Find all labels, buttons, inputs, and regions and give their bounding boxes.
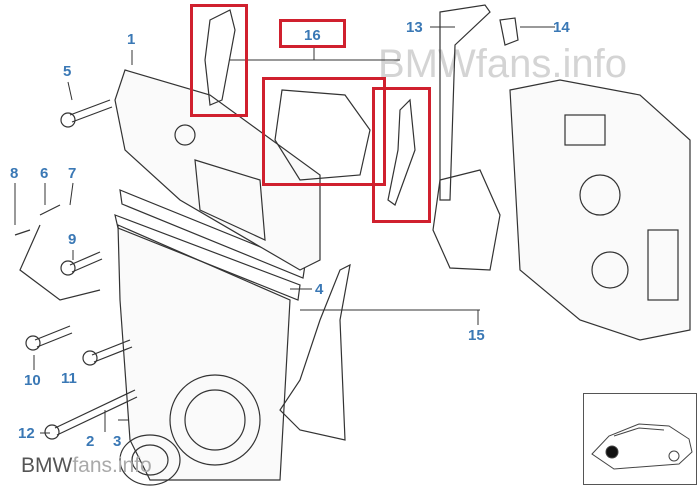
part-label-12: 12 [18, 425, 35, 442]
gaskets [204, 4, 519, 441]
part-label-4: 4 [315, 281, 324, 298]
part-label-7: 7 [68, 165, 77, 182]
part-label-6: 6 [40, 165, 49, 182]
vehicle-location-thumbnail [583, 393, 697, 485]
watermark-bottom: BMWfans.info [21, 455, 152, 476]
part-label-14: 14 [553, 19, 570, 36]
part-label-16: 16 [304, 27, 321, 44]
bolts [14, 99, 138, 440]
engine-block [509, 79, 691, 341]
part-label-10: 10 [24, 372, 41, 389]
part-label-15: 15 [468, 327, 485, 344]
watermark-suffix: fans.info [72, 454, 152, 477]
part-label-1: 1 [127, 31, 136, 48]
highlight-box-gasket-c [372, 87, 431, 223]
part-label-13: 13 [406, 19, 423, 36]
highlight-box-gasket-a [190, 4, 248, 117]
highlight-box-label-16 [279, 19, 346, 48]
part-label-3: 3 [113, 433, 122, 450]
part-label-8: 8 [10, 165, 19, 182]
part-label-5: 5 [63, 63, 72, 80]
watermark-top: BMWfans.info [378, 42, 627, 86]
highlight-box-gasket-b [262, 77, 386, 186]
part-label-9: 9 [68, 231, 77, 248]
part-label-11: 11 [61, 370, 77, 387]
timing-cover-lower [114, 189, 306, 486]
watermark-brand: BMW [21, 454, 73, 477]
part-label-2: 2 [86, 433, 95, 450]
timing-cover-upper [114, 69, 321, 271]
car-outline-icon [591, 423, 693, 470]
